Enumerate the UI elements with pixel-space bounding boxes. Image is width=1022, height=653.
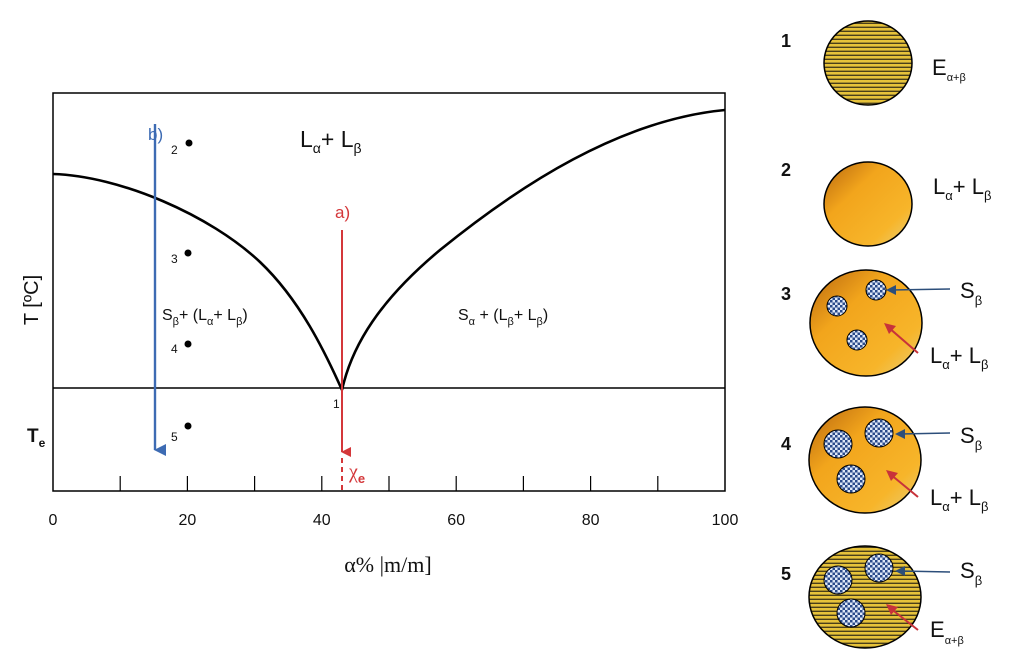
eutectic-sample-1	[823, 20, 913, 106]
eutectic-sample-5	[808, 545, 922, 649]
region-liquid-label: Lα+ Lβ	[300, 126, 362, 156]
microstructure-4: 4 Sβ Lα+ Lβ	[781, 406, 988, 514]
microstructure-2: 2 Lα+ Lβ	[781, 160, 991, 247]
x-tick-label: 0	[49, 512, 58, 529]
micro-label-2: Lα+ Lβ	[933, 174, 991, 203]
phase-diagram: 0 20 40 60 80 100 a) b) 2 3 4 5 1 Lα+ Lβ	[21, 92, 739, 577]
micro-l-label-3: Lα+ Lβ	[930, 343, 988, 372]
micro-number-2: 2	[781, 160, 791, 180]
microstructure-panel: 1 Eα+β 2 Lα+ Lβ 3 Sβ	[781, 20, 991, 649]
svg-text:2: 2	[171, 143, 178, 157]
y-axis-label: T [ºC]	[21, 275, 43, 325]
x-tick-label: 60	[447, 512, 465, 529]
x-tick-label: 40	[313, 512, 331, 529]
sample-point-2: 2	[171, 139, 193, 157]
sample-point-3: 3	[171, 249, 192, 266]
svg-text:3: 3	[171, 252, 178, 266]
eutectic-composition-label: χe	[348, 461, 365, 486]
x-tick-label: 20	[179, 512, 197, 529]
x-tick-label: 80	[582, 512, 600, 529]
region-left-label: Sβ+ (Lα+ Lβ)	[162, 307, 248, 328]
micro-l-label-4: Lα+ Lβ	[930, 485, 988, 514]
x-axis-ticks: 0 20 40 60 80 100	[49, 476, 739, 529]
region-right-label: Sα + (Lβ+ Lβ)	[458, 307, 548, 328]
microstructure-5: 5 Sβ Eα+β	[781, 545, 982, 649]
svg-text:4: 4	[171, 342, 178, 356]
sample-point-4: 4	[171, 340, 192, 356]
x-tick-label: 100	[712, 512, 739, 529]
micro-number-5: 5	[781, 564, 791, 584]
micro-label-1: Eα+β	[932, 55, 966, 84]
liquid-sample-2	[823, 161, 913, 247]
micro-s-label-5: Sβ	[960, 558, 982, 588]
path-a-label: a)	[335, 203, 350, 222]
path-b-label: b)	[148, 125, 163, 144]
liquid-sample-3	[809, 269, 923, 377]
micro-number-1: 1	[781, 31, 791, 51]
liquidus-curve-right	[340, 108, 726, 391]
sample-point-5: 5	[171, 422, 192, 444]
micro-number-3: 3	[781, 284, 791, 304]
micro-number-4: 4	[781, 434, 791, 454]
microstructure-3: 3 Sβ Lα+ Lβ	[781, 269, 988, 377]
liquidus-curve-left	[52, 172, 344, 391]
svg-text:5: 5	[171, 430, 178, 444]
eutectic-temperature-label: Te	[27, 426, 46, 450]
micro-e-label-5: Eα+β	[930, 617, 964, 647]
micro-s-label-4: Sβ	[960, 423, 982, 453]
microstructure-1: 1 Eα+β	[781, 20, 966, 106]
liquid-sample-4	[808, 406, 922, 514]
eutectic-point-label: 1	[333, 397, 340, 411]
micro-s-label-3: Sβ	[960, 278, 982, 308]
x-axis-label: α% |m/m]	[344, 552, 431, 577]
